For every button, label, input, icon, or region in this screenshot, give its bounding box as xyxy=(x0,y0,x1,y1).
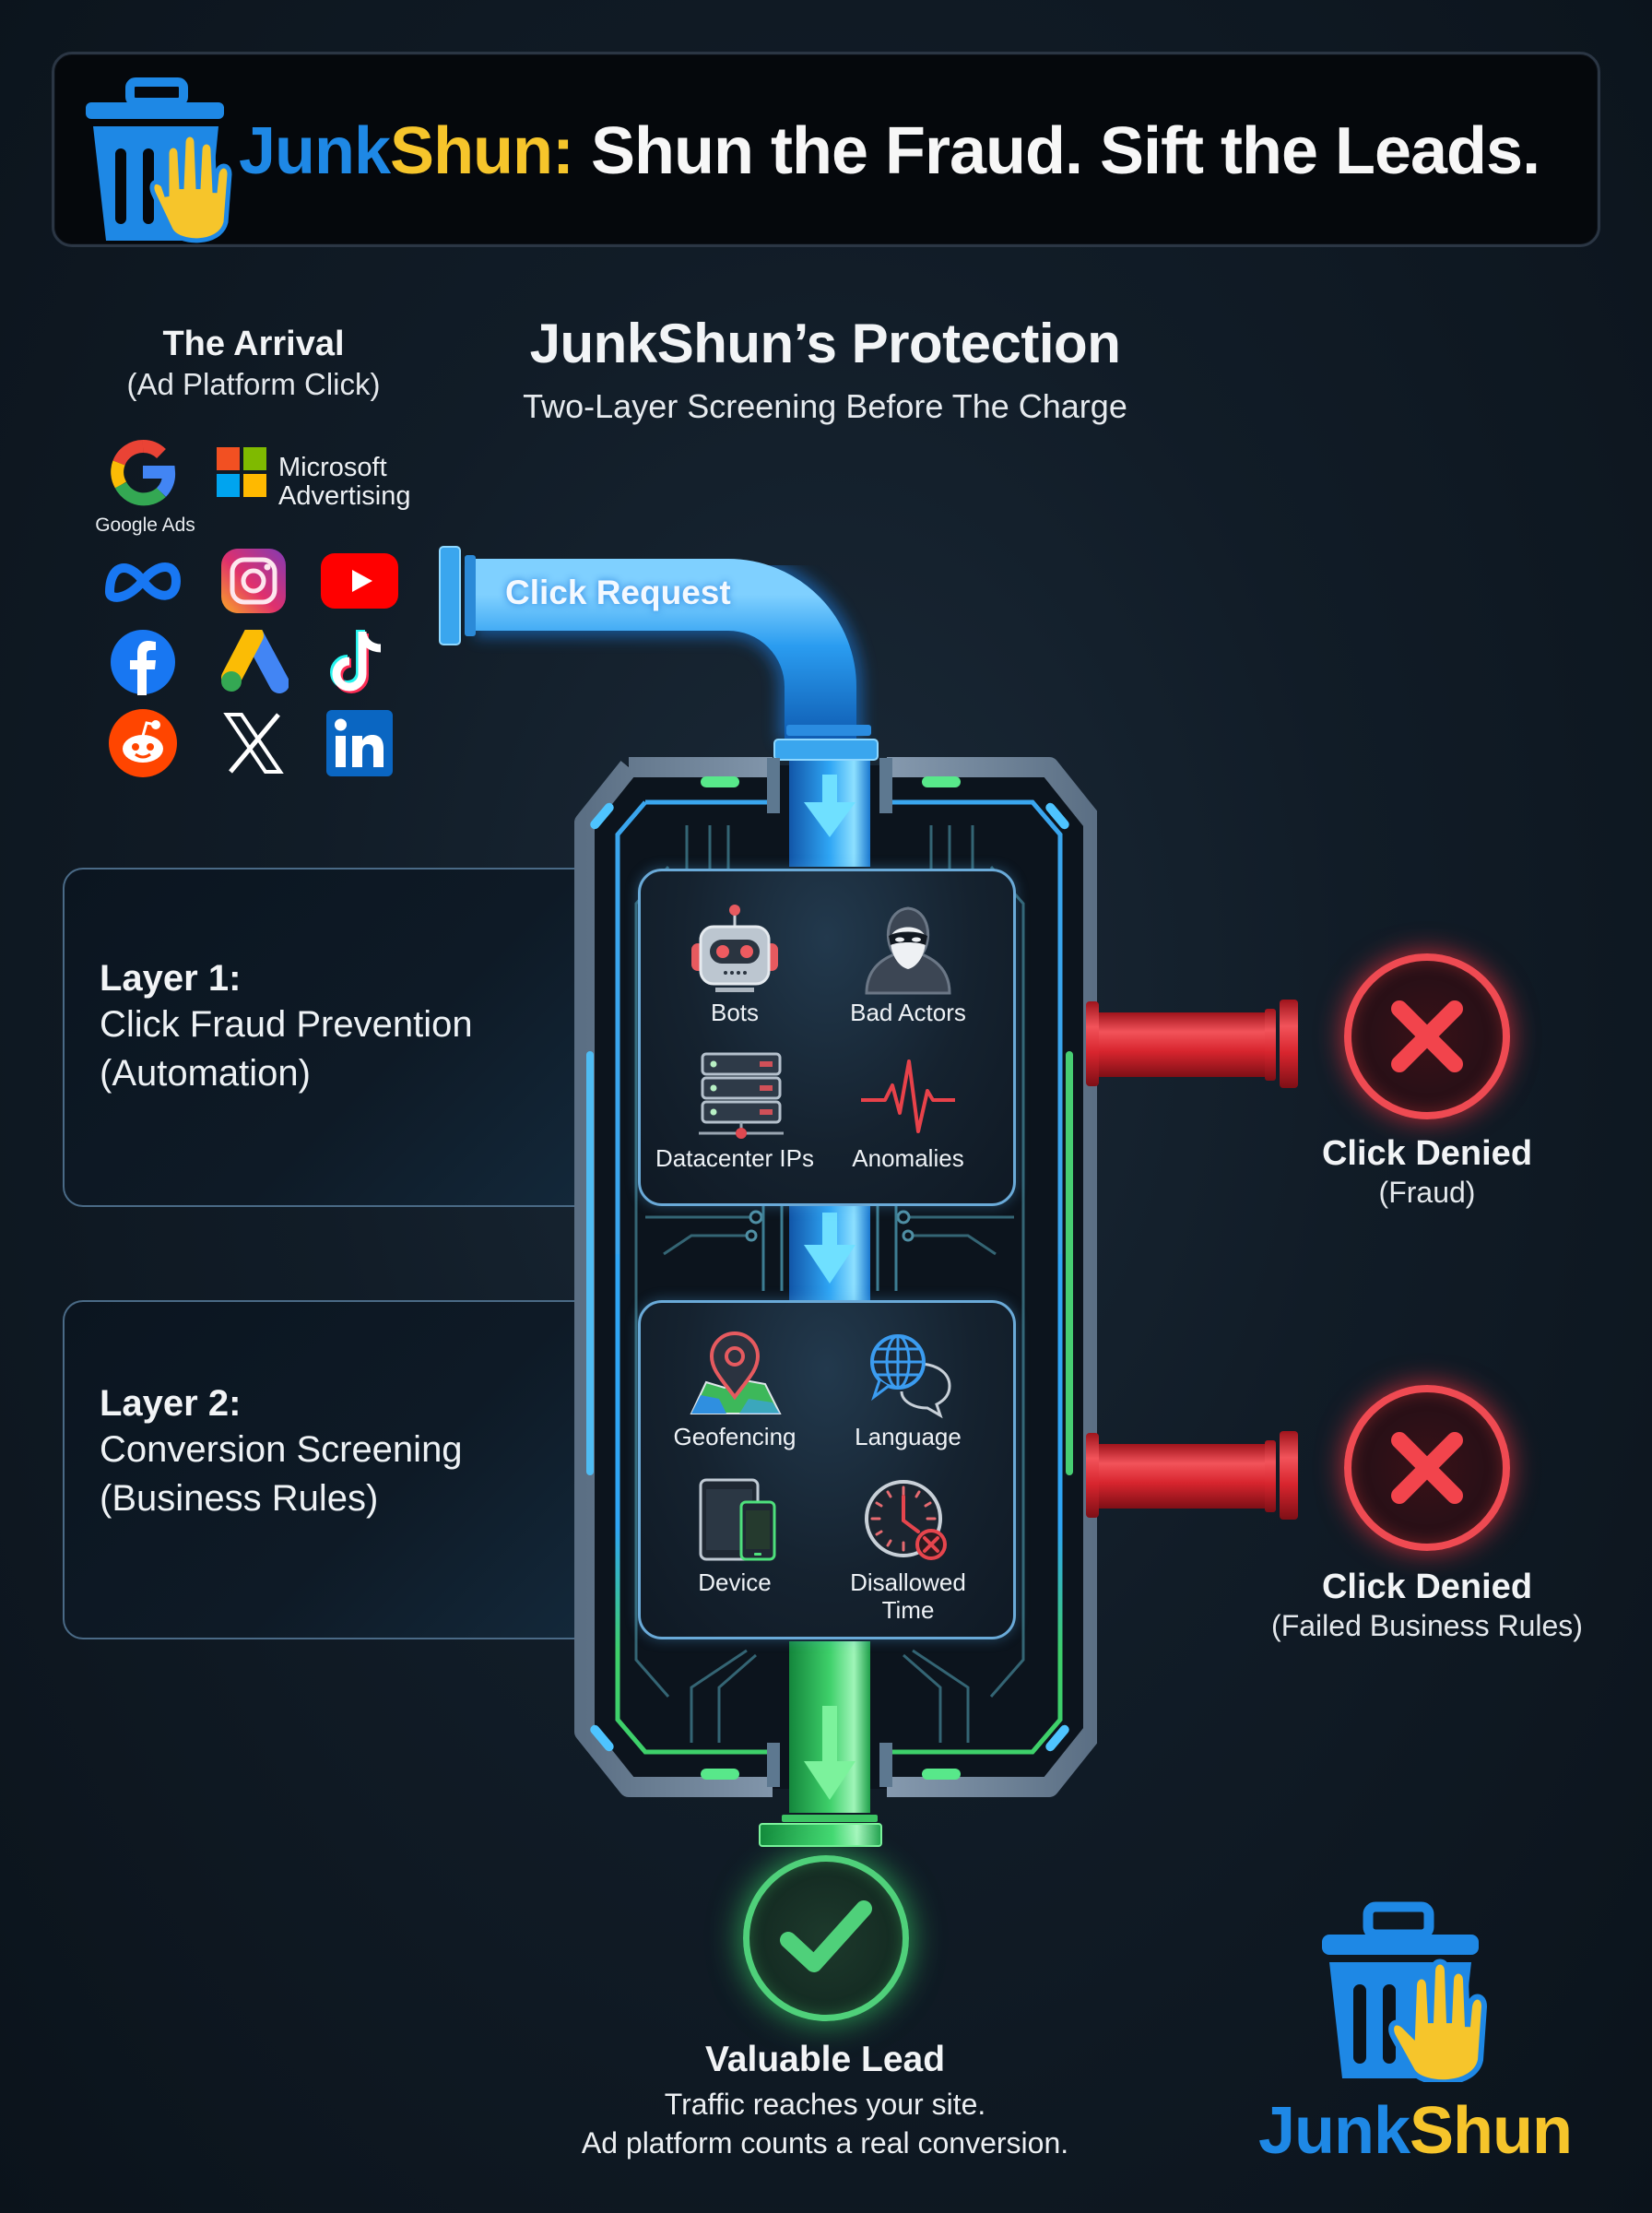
google-ads-label: Google Ads xyxy=(95,515,195,536)
linkedin-icon xyxy=(313,704,406,782)
arrival-title: The Arrival xyxy=(162,325,345,363)
denied-fraud-subtitle: (Fraud) xyxy=(1378,1176,1476,1209)
valuable-lead-line-2: Ad platform counts a real conversion. xyxy=(581,2126,1069,2160)
facebook-icon xyxy=(97,623,189,701)
arrival-subtitle: (Ad Platform Click) xyxy=(126,367,381,401)
heartbeat-spike-icon xyxy=(861,1059,955,1133)
x-mark-icon xyxy=(1391,1432,1463,1504)
tablet-phone-icon xyxy=(699,1478,776,1561)
trash-can-with-hand-icon xyxy=(86,77,232,243)
layer-2-box: Layer 2: Conversion Screening (Business … xyxy=(63,1300,579,1639)
reddit-icon xyxy=(97,704,189,782)
youtube-icon xyxy=(313,542,406,620)
denied-fraud-title: Click Denied xyxy=(1321,1134,1533,1173)
robot-icon xyxy=(691,905,778,992)
layer-1-checks-panel: Bots Bad Actors Datacenter IPs Anomali xyxy=(638,869,1016,1206)
tiktok-icon xyxy=(313,623,406,701)
map-pin-icon xyxy=(690,1331,782,1414)
denied-rules-icon xyxy=(1344,1385,1510,1551)
denied-fraud-icon xyxy=(1344,953,1510,1119)
valuable-lead-title: Valuable Lead xyxy=(704,2040,946,2079)
click-request-label: Click Request xyxy=(505,574,731,611)
disallowed-time-label: Disallowed Time xyxy=(850,1568,966,1624)
protection-subtitle: Two-Layer Screening Before The Charge xyxy=(523,387,1127,425)
meta-icon xyxy=(97,542,189,620)
x-icon xyxy=(207,704,300,782)
valuable-lead-icon xyxy=(743,1855,909,2021)
valuable-lead-line-1: Traffic reaches your site. xyxy=(664,2088,986,2121)
rules-reject-pipe xyxy=(1086,1431,1298,1520)
microsoft-icon xyxy=(212,433,271,511)
brand-shun: Shun: xyxy=(390,114,574,188)
google-icon xyxy=(97,433,189,511)
layer-2-checks-panel: Geofencing Language Device xyxy=(638,1300,1016,1639)
green-pipe-outlet xyxy=(759,1823,882,1847)
check-anomalies: Anomalies xyxy=(825,1052,991,1172)
tagline: Shun the Fraud. Sift the Leads. xyxy=(591,114,1540,188)
instagram-icon xyxy=(207,542,300,620)
layer-1-box: Layer 1: Click Fraud Prevention (Automat… xyxy=(63,868,579,1207)
checkmark-icon xyxy=(780,1900,872,1972)
hooded-hacker-icon xyxy=(865,906,951,995)
layer-1-heading: Layer 1: xyxy=(100,958,242,999)
check-bots: Bots xyxy=(652,903,818,1026)
google-ads-icon xyxy=(207,623,300,701)
layer-2-heading: Layer 2: xyxy=(100,1383,242,1424)
banner-title: JunkShun: Shun the Fraud. Sift the Leads… xyxy=(239,113,1540,189)
server-rack-icon xyxy=(699,1052,784,1139)
layer-2-description: Conversion Screening (Business Rules) xyxy=(100,1429,463,1519)
junkshun-wordmark: JunkShun xyxy=(1257,2094,1573,2168)
check-datacenter-ips: Datacenter IPs xyxy=(652,1052,818,1172)
clock-denied-icon xyxy=(865,1480,947,1560)
layer-1-description: Click Fraud Prevention (Automation) xyxy=(100,1004,473,1094)
check-device: Device xyxy=(652,1476,818,1596)
check-bad-actors: Bad Actors xyxy=(825,903,991,1026)
check-disallowed-time: Disallowed Time xyxy=(825,1476,991,1624)
fraud-reject-pipe xyxy=(1086,1000,1298,1088)
click-request-pipe xyxy=(439,546,879,761)
ad-platform-logos: Google Ads Microsoft Advertising xyxy=(92,433,424,784)
denied-rules-title: Click Denied xyxy=(1321,1568,1533,1606)
microsoft-advertising-label: Microsoft Advertising xyxy=(278,453,411,511)
check-language: Language xyxy=(825,1327,991,1450)
junkshun-logo-icon xyxy=(1322,1901,1488,2082)
x-mark-icon xyxy=(1391,1000,1463,1072)
globe-speech-icon xyxy=(870,1334,951,1419)
check-geofencing: Geofencing xyxy=(652,1327,818,1450)
protection-title: JunkShun’s Protection xyxy=(529,313,1121,374)
denied-rules-subtitle: (Failed Business Rules) xyxy=(1271,1609,1583,1642)
header-banner: JunkShun: Shun the Fraud. Sift the Leads… xyxy=(52,52,1600,247)
brand-junk: Junk xyxy=(239,114,391,188)
